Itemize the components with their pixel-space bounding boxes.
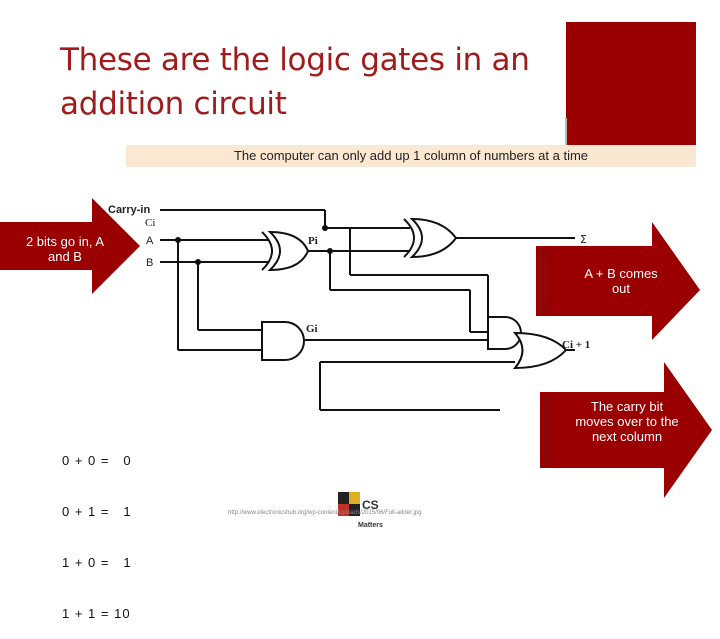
xor-gate-2	[403, 217, 458, 259]
or-gate	[512, 331, 568, 370]
label-pi: Pi	[308, 235, 318, 247]
label-a: A	[146, 235, 154, 247]
corner-plus-decoration-v	[565, 118, 567, 162]
carry-arrow-label: The carry bit moves over to the next col…	[575, 399, 679, 444]
label-ci: Ci	[145, 217, 155, 229]
label-sum: Σ	[580, 233, 587, 246]
sum-row: 0 + 1 = 1	[62, 504, 132, 519]
subtitle-band	[126, 145, 696, 167]
xor-gate-1	[261, 230, 310, 272]
logo-crest-icon	[338, 492, 360, 516]
binary-sums: 0 + 0 = 0 0 + 1 = 1 1 + 0 = 1 1 + 1 = 10	[62, 418, 132, 639]
label-gi: Gi	[306, 323, 318, 335]
output-arrow-label: A + B comes out	[584, 266, 658, 296]
junction-dots	[175, 225, 333, 265]
corner-accent-bar	[566, 22, 696, 150]
and-gate-gi	[261, 321, 305, 361]
circuit-wires	[160, 209, 575, 411]
logo-subtext: Matters	[358, 522, 383, 529]
full-adder-diagram: Carry-in Ci A B Pi Gi Σ Ci + 1	[0, 198, 712, 516]
sum-row: 1 + 0 = 1	[62, 555, 132, 570]
label-carry-in: Carry-in	[108, 204, 150, 216]
label-b: B	[146, 257, 153, 269]
label-carry-out: Ci + 1	[562, 339, 590, 351]
input-arrow	[0, 198, 140, 294]
input-arrow-label: 2 bits go in, A and B	[25, 234, 105, 264]
sum-row: 0 + 0 = 0	[62, 453, 132, 468]
sum-row: 1 + 1 = 10	[62, 606, 131, 621]
slide-title: These are the logic gates in an addition…	[60, 42, 530, 122]
output-arrow	[536, 222, 700, 340]
logo-text: CS	[362, 498, 379, 512]
carry-arrow	[540, 362, 712, 498]
subtitle: The computer can only add up 1 column of…	[233, 148, 589, 163]
source-url[interactable]: http://www.electronicshub.org/wp-content…	[228, 510, 422, 516]
